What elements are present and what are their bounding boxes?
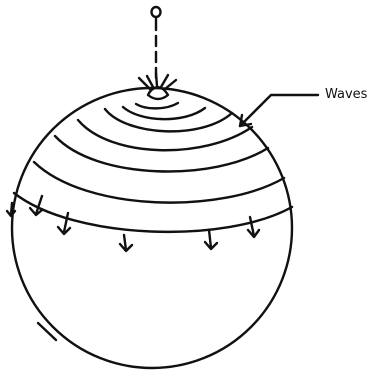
falling-drop <box>152 7 161 78</box>
pointer-line <box>240 95 318 126</box>
arrow-down-icon <box>205 230 217 249</box>
arrow-down-icon <box>120 235 132 251</box>
wave-6 <box>34 162 284 203</box>
wave-7 <box>14 193 292 232</box>
waves-label: Waves <box>325 87 368 102</box>
wave-lines <box>14 103 292 232</box>
propagation-arrows <box>7 196 259 251</box>
wave-5 <box>55 136 268 171</box>
wave-4 <box>78 120 252 150</box>
wave-1 <box>136 103 178 108</box>
drop-icon <box>152 7 161 17</box>
splash-icon <box>139 73 176 99</box>
waves-annotation: Waves <box>240 87 368 126</box>
sphere-tick-mark <box>38 323 56 340</box>
